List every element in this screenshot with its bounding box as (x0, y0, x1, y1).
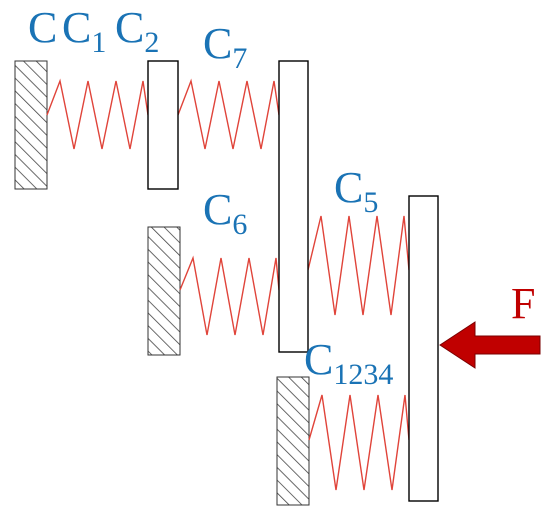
spring-c7 (177, 78, 280, 150)
spring-c5 (307, 215, 410, 316)
ground-wall-top (14, 60, 48, 190)
label-c: C (28, 3, 57, 52)
ground-wall-bottom (276, 376, 310, 506)
hatched-ground-icon (14, 60, 48, 190)
spring-c6 (179, 255, 280, 336)
spring-c1 (46, 78, 149, 150)
label-c-main: C (28, 3, 57, 52)
label-c2-sub: 2 (144, 26, 159, 59)
label-c6-main: C (203, 185, 232, 234)
plate-middle (278, 60, 309, 353)
label-c1-sub: 1 (91, 26, 106, 59)
left-arrow-icon (439, 321, 541, 369)
label-c1-main: C (62, 3, 91, 52)
label-c6-sub: 6 (232, 208, 247, 241)
hatched-ground-icon (147, 226, 181, 356)
label-c5: C5 (334, 163, 378, 219)
label-c5-sub: 5 (363, 186, 378, 219)
label-c6: C6 (203, 185, 247, 241)
label-c7-sub: 7 (232, 42, 247, 75)
label-c7: C7 (203, 19, 247, 75)
label-force: F (511, 279, 535, 328)
label-c1234-sub: 1234 (333, 358, 393, 391)
ground-wall-middle (147, 226, 181, 356)
plate-c2 (147, 60, 179, 190)
label-c1: C1 (62, 3, 106, 59)
spring-c1234 (308, 394, 410, 491)
label-c2: C2 (115, 3, 159, 59)
label-c2-main: C (115, 3, 144, 52)
label-c7-main: C (203, 19, 232, 68)
hatched-ground-icon (276, 376, 310, 506)
plate-right (408, 195, 439, 502)
label-c5-main: C (334, 163, 363, 212)
label-c1234-main: C (304, 335, 333, 384)
label-c1234: C1234 (304, 335, 393, 391)
